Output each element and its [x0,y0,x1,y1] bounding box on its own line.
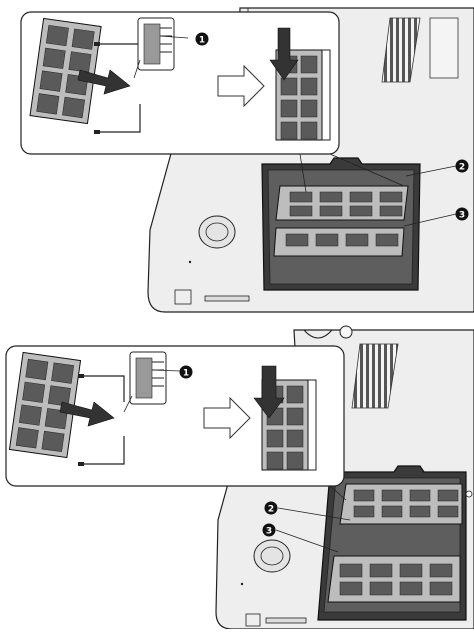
memory-chip [23,382,45,403]
memory-chip [287,452,303,469]
memory-chip [301,100,317,117]
memory-chip [382,490,402,501]
memory-chip [69,52,91,73]
memory-chip [370,564,392,577]
memory-chip [46,25,68,46]
callout-marker-icon: 1 [196,33,209,46]
memory-chip [320,192,342,202]
memory-chip [316,234,338,246]
top-panel: 1 2 3 [21,8,474,312]
memory-chip [400,564,422,577]
memory-chip [340,564,362,577]
callout-3-top: 3 [459,211,465,221]
rubber-foot [254,540,290,572]
memory-chip [290,206,312,216]
memory-chip [376,234,398,246]
memory-chip [72,29,94,50]
memory-chip [410,506,430,517]
memory-chip [281,78,297,95]
callout-2-top: 2 [459,163,465,173]
memory-module-upper [276,186,408,220]
memory-chip [340,582,362,595]
memory-chip [267,430,283,447]
memory-chip [346,234,368,246]
detail-inset [6,346,346,500]
memory-chip [287,430,303,447]
memory-chip [438,506,458,517]
callout-1-top: 1 [199,36,205,46]
memory-chip [354,506,374,517]
memory-chip [26,359,48,380]
memory-chip [430,564,452,577]
memory-chip [37,94,59,115]
memory-chip [430,582,452,595]
rubber-foot [199,216,235,248]
memory-chip [286,234,308,246]
callout-marker-icon: 1 [180,366,193,379]
memory-chip [62,97,84,118]
memory-chip [410,490,430,501]
memory-chip [287,386,303,403]
memory-chip [380,192,402,202]
memory-chip [43,48,65,69]
callout-1-bottom: 1 [183,369,189,379]
memory-chip [40,71,62,92]
memory-chip [281,100,297,117]
callout-2-bottom: 2 [268,505,274,515]
memory-chip [51,363,73,384]
memory-chip [290,192,312,202]
bottom-panel: 1 2 3 [6,326,474,629]
memory-chip [42,431,64,452]
memory-chip [438,490,458,501]
memory-compartment [262,158,420,290]
memory-module-lower [274,228,404,256]
memory-chip [400,582,422,595]
memory-module-lower [328,556,460,602]
memory-chip [382,506,402,517]
memory-chip [19,405,41,426]
memory-chip [301,78,317,95]
memory-chip [350,192,372,202]
memory-chip [380,206,402,216]
memory-module-upper [340,484,462,524]
memory-chip [320,206,342,216]
memory-chip [354,490,374,501]
memory-chip [350,206,372,216]
memory-chip [267,452,283,469]
memory-chip [16,428,38,449]
memory-chip [301,122,317,139]
memory-chip [370,582,392,595]
memory-chip [301,56,317,73]
memory-chip [287,408,303,425]
memory-chip [281,122,297,139]
callout-3-bottom: 3 [266,527,272,537]
